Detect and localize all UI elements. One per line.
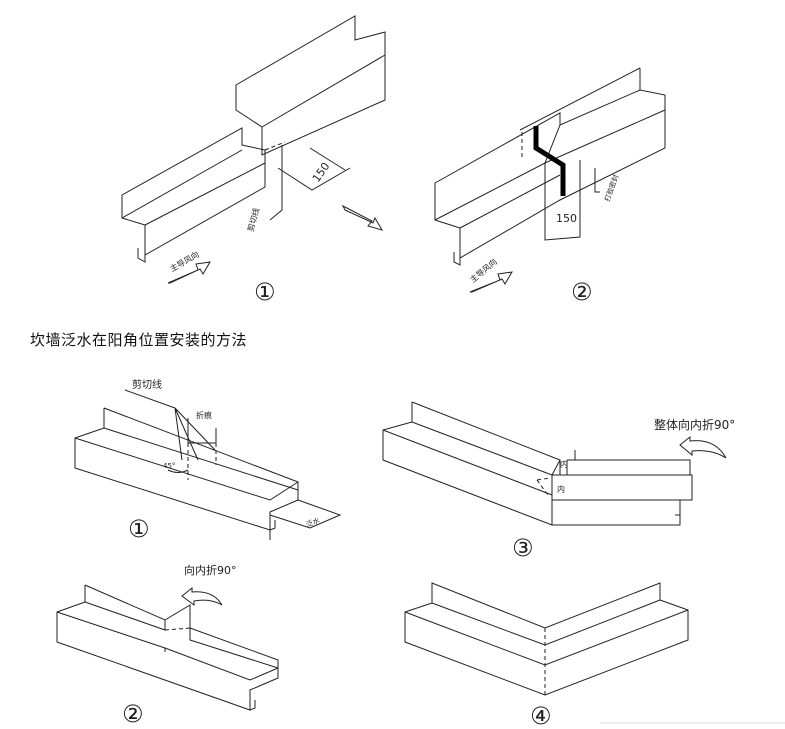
cut-line-label: 剪切线 [245, 207, 261, 233]
dimension-label: 150 [556, 212, 577, 225]
step-number: ② [571, 278, 593, 306]
angle-label: 45° [163, 462, 175, 470]
bottom-figure-4: ④ [404, 582, 689, 729]
inner-label: 内 [557, 484, 565, 494]
next-step-arrow [341, 204, 384, 231]
inner-label: 内 [560, 459, 568, 469]
step-number: ② [122, 700, 144, 728]
top-figure-2: 150 打胶密封 主导风向 ② [434, 67, 666, 306]
fold-instruction: 整体向内折90° [654, 417, 735, 432]
fold-arrow [679, 435, 727, 459]
bottom-figure-3: 内 内 整体向内折90° ③ [382, 401, 735, 562]
lower-flashing-piece [121, 127, 266, 263]
wind-label: 主导风向 [168, 249, 201, 274]
step-number: ④ [530, 702, 552, 729]
end-label: 泛水 [305, 516, 321, 529]
bottom-figure-2: 向内折90° ② [56, 563, 279, 728]
step-number: ① [128, 515, 150, 543]
sealant-strip [533, 126, 566, 196]
fold-arrow [181, 586, 223, 606]
cut-line-label: 剪切线 [132, 378, 162, 391]
wind-direction-arrow [469, 271, 513, 293]
wind-direction-arrow [167, 261, 211, 284]
fold-instruction: 向内折90° [184, 563, 237, 577]
dimension-label: 150 [310, 160, 333, 185]
step-number: ① [254, 278, 276, 306]
bottom-figure-1: 剪切线 折痕 45° 泛水 ① [74, 378, 342, 543]
upper-flashing-piece [235, 15, 386, 156]
section-heading: 坎墙泛水在阳角位置安装的方法 [30, 331, 248, 349]
wind-label: 主导风向 [468, 256, 499, 284]
fold-label: 折痕 [196, 410, 212, 420]
top-figure-1: 150 剪切线 主导风向 ① [121, 15, 386, 306]
step-number: ③ [512, 534, 534, 562]
